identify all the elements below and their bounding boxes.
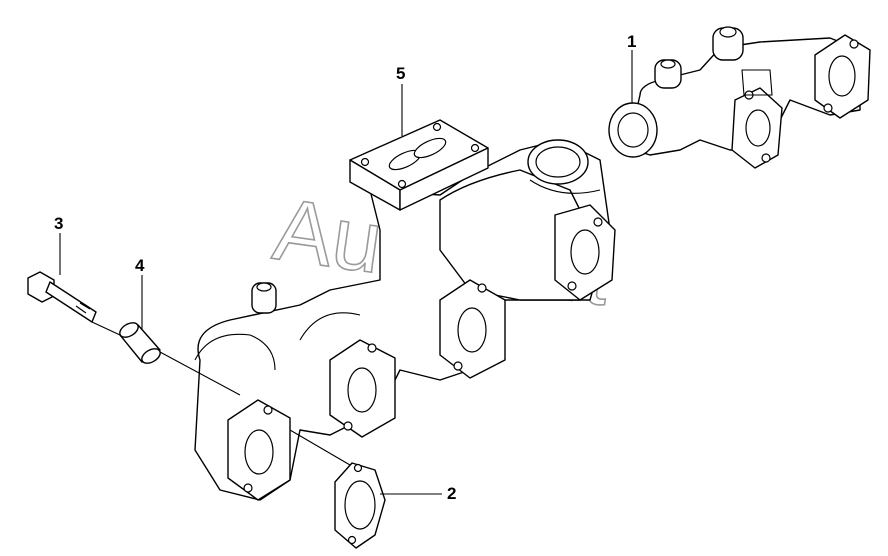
callout-number-5: 5 — [396, 64, 405, 83]
part-2-gasket[interactable] — [334, 462, 386, 549]
callout-number-2: 2 — [447, 484, 456, 503]
part-4-spacer-sleeve[interactable] — [117, 320, 162, 366]
part-1-manifold-section[interactable] — [608, 26, 871, 169]
part-5-flange-plate[interactable] — [349, 119, 489, 211]
callout-number-4: 4 — [135, 256, 145, 275]
exhaust-manifold[interactable] — [194, 139, 616, 501]
part-3-bolt[interactable] — [27, 271, 97, 323]
assembly-axis-line — [91, 321, 351, 466]
callout-number-3: 3 — [54, 214, 63, 233]
callout-number-1: 1 — [627, 32, 636, 51]
